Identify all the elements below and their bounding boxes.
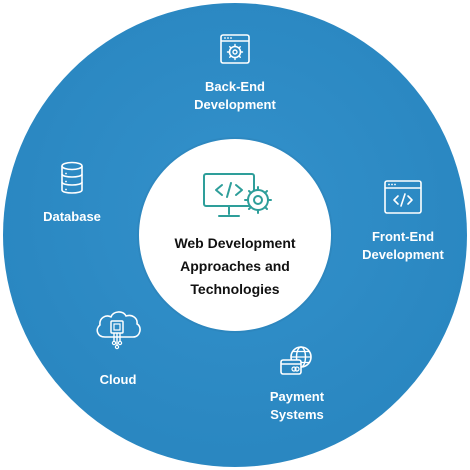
segment-label: Cloud bbox=[99, 372, 137, 387]
segment-cloud: Cloud bbox=[78, 307, 158, 389]
segment-label: Database bbox=[43, 209, 101, 224]
center-title-line-3: Technologies bbox=[190, 281, 280, 297]
segment-label: Front-End bbox=[371, 229, 435, 244]
segment-back-end: Back-End Development bbox=[175, 32, 295, 114]
segment-database: Database bbox=[32, 160, 112, 226]
globe-card-icon bbox=[280, 346, 312, 375]
inner-circle bbox=[139, 139, 331, 331]
segment-front-end: Front-End Development bbox=[343, 178, 463, 264]
segment-label: Payment bbox=[269, 389, 325, 404]
segment-label: Systems bbox=[270, 407, 324, 422]
segment-label: Development bbox=[362, 247, 444, 262]
browser-code-icon bbox=[384, 180, 422, 214]
center-title-line-1: Web Development bbox=[174, 235, 296, 251]
monitor-code-gear-icon bbox=[203, 173, 272, 217]
segment-payment: Payment Systems bbox=[247, 344, 347, 424]
browser-gear-icon bbox=[220, 34, 250, 64]
segment-label: Back-End bbox=[205, 79, 265, 94]
center-title-line-2: Approaches and bbox=[180, 258, 290, 274]
database-icon bbox=[61, 161, 83, 194]
center-title: Web Development Approaches and Technolog… bbox=[150, 232, 320, 301]
segment-label: Development bbox=[194, 97, 276, 112]
cloud-chip-icon bbox=[96, 311, 141, 350]
